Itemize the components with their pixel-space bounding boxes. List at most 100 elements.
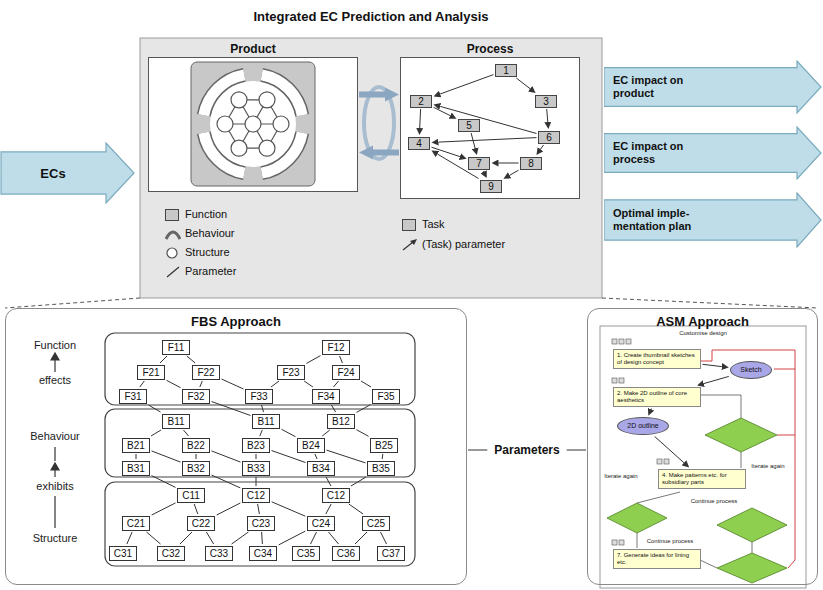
node-label: C23 (252, 518, 270, 529)
link-line (54, 447, 55, 461)
zoom-line (602, 298, 818, 308)
node-label: F32 (187, 391, 204, 402)
connector (357, 405, 371, 413)
zoom-line (5, 298, 140, 308)
task-box: 3 (535, 95, 557, 108)
legend-text: Function (185, 208, 227, 220)
connector (200, 381, 203, 387)
connector (206, 532, 213, 544)
asm-screenshot (600, 326, 806, 588)
task-box: 5 (458, 119, 480, 132)
fbs-node: B31 (122, 461, 150, 476)
legend-text: Task (422, 218, 445, 230)
connector (151, 430, 161, 436)
tool-icon (612, 540, 617, 545)
fbs-node: B11 (252, 414, 280, 429)
activity-box: 4. Make patterns etc. for subsidiary par… (658, 469, 746, 489)
iteration-lines (700, 350, 795, 568)
fbs-node: B33 (242, 461, 270, 476)
function-square (191, 62, 315, 186)
legend-swatch (402, 219, 416, 231)
flow-note: Continue process (646, 537, 695, 545)
connector (152, 476, 176, 488)
node-label: B11 (257, 416, 274, 427)
connector (703, 364, 722, 366)
fbs-node: B12 (327, 414, 355, 429)
arrow-body (1, 143, 134, 203)
connector (334, 381, 339, 387)
arrow-body (604, 127, 821, 179)
structure-sample (167, 248, 177, 258)
fbs-bands (105, 333, 415, 566)
connector (136, 454, 137, 459)
connector (541, 145, 544, 149)
node-label: C24 (312, 518, 330, 529)
connector (258, 504, 260, 514)
node-label: 7. Generate ideas for lining etc. (617, 552, 697, 566)
exchange-arrow (373, 150, 399, 156)
connector (167, 380, 181, 387)
fbs-node: F11 (162, 340, 190, 355)
tool-icon (626, 339, 631, 344)
tool-icon (657, 459, 662, 464)
fbs-node: F35 (372, 389, 400, 404)
node-label: B22 (187, 440, 205, 451)
fbs-node: F12 (322, 340, 350, 355)
panel-heading: Process (401, 42, 579, 56)
fbs-node: F34 (312, 389, 340, 404)
node-label: 8 (528, 158, 534, 169)
legend-text: Parameter (185, 265, 236, 277)
output-arrow: EC impact on product (604, 60, 823, 114)
arrow-body (604, 193, 821, 247)
level-label: Structure (32, 532, 79, 545)
fbs-node: F31 (119, 389, 147, 404)
arrow-body (604, 61, 821, 113)
function-band (105, 333, 415, 405)
structure-circle (231, 92, 247, 108)
connector (655, 437, 684, 463)
node-label: Parameters (494, 443, 559, 457)
tool-icon (619, 540, 624, 545)
output-arrow: Optimal imple- mentation plan (604, 192, 823, 248)
connector (311, 532, 317, 544)
connector (471, 133, 475, 148)
node-label: F34 (317, 391, 334, 402)
node-label: B24 (302, 440, 320, 451)
fbs-node: C21 (122, 516, 150, 531)
connector (184, 430, 189, 436)
node-label: F23 (282, 367, 299, 378)
legend-swatch (165, 209, 179, 221)
flow-line (700, 560, 717, 568)
fbs-node: C12 (242, 488, 270, 503)
behaviour-band (105, 409, 415, 477)
fbs-node: B21 (122, 438, 150, 453)
activity-box: 1. Create thumbnail sketches of design c… (613, 349, 701, 369)
decision-diamonds (607, 418, 787, 583)
connector (217, 503, 241, 515)
fbs-node: C37 (377, 546, 405, 561)
node-label: 4. Make patterns etc. for subsidiary par… (662, 472, 742, 486)
connector (307, 356, 321, 364)
connector (357, 430, 369, 437)
panel-box: Product (148, 57, 358, 192)
node-label: C25 (367, 518, 385, 529)
node-label: C12 (247, 490, 265, 501)
product-illustration (191, 62, 315, 186)
connector (439, 138, 537, 143)
connector (152, 503, 176, 515)
flow-line (637, 533, 638, 548)
legend-text: Structure (185, 246, 230, 258)
connector (140, 381, 145, 387)
connector (349, 504, 363, 514)
fbs-node: B23 (242, 438, 270, 453)
exchange-swirl (364, 87, 394, 159)
legend-sample (165, 246, 181, 260)
connector (432, 147, 460, 156)
fbs-node: B11 (162, 414, 190, 429)
connector (271, 381, 279, 387)
task-box: 8 (520, 157, 542, 170)
arrow-head (51, 353, 59, 360)
connector (187, 356, 195, 363)
connector (256, 454, 257, 459)
